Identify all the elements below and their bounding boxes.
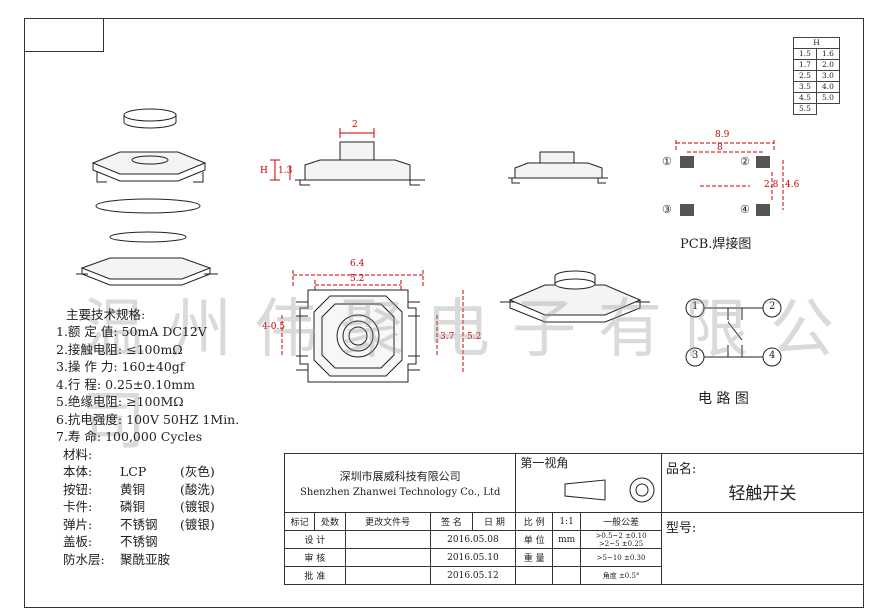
tolerance-row: 角度 ±0.5° (580, 566, 662, 585)
date-cell: 2016.05.12 (429, 566, 517, 585)
material-note: (镀银) (180, 517, 215, 532)
material-note: (镀银) (180, 499, 215, 514)
tolerance-value: ±0.25 (621, 539, 644, 548)
role-cell: 审 核 (284, 548, 346, 567)
circuit-node-1: 1 (692, 301, 699, 312)
header-cell: 更改文件号 (344, 512, 431, 531)
material-part: 盖板: (63, 534, 93, 549)
tolerance-value: ±0.5° (618, 571, 640, 580)
pcb-caption: PCB.焊接图 (680, 237, 752, 252)
header-cell: 处数 (314, 512, 346, 531)
dim-6-4: 6.4 (350, 259, 365, 269)
material-part: 弹片: (63, 517, 93, 532)
side-view (270, 128, 425, 186)
spec-item: 4.行 程: 0.25±0.10mm (56, 377, 195, 392)
unit-label: 单 位 (515, 530, 553, 549)
tolerance-value: ±0.10 (625, 531, 647, 540)
material-name: 黄铜 (120, 482, 146, 497)
isometric-view (500, 270, 650, 323)
company-en: Shenzhen Zhanwei Technology Co., Ltd (299, 487, 501, 498)
circuit-caption: 电 路 图 (698, 391, 749, 407)
material-name: LCP (120, 464, 147, 479)
material-note: (灰色) (180, 464, 215, 479)
dim-8: 8 (717, 143, 723, 153)
pcb-layout (675, 140, 784, 216)
dim-1-3: 1.3 (278, 166, 293, 176)
unit-value: mm (551, 530, 582, 549)
company-cn: 深圳市展威科技有限公司 (339, 470, 461, 483)
view-cell: 第一视角 (515, 453, 662, 513)
product-label: 品名: (665, 462, 697, 477)
pad-label-4: ④ (740, 203, 750, 216)
circuit-node-4: 4 (769, 350, 776, 361)
material-name: 不锈钢 (120, 517, 158, 532)
top-view (281, 270, 464, 383)
dim-2: 2 (352, 120, 358, 130)
dim-5-2-side: 5.2 (467, 332, 482, 342)
product-cell: 品名: 轻触开关 (660, 453, 865, 513)
material-note: (酸洗) (180, 482, 215, 497)
front-view (508, 151, 608, 184)
model-cell: 型号: (660, 512, 865, 585)
material-name: 聚酰亚胺 (120, 552, 171, 567)
tolerance-value: ±0.30 (624, 553, 646, 562)
tolerance-range: >2~5 (598, 539, 620, 548)
material-part: 防水层: (63, 552, 105, 567)
tolerance-title: 一般公差 (580, 512, 662, 531)
tolerance-range: 角度 (602, 571, 617, 580)
dim-8-9: 8.9 (715, 130, 730, 140)
circuit-diagram (685, 298, 782, 367)
material-part: 按钮: (63, 482, 93, 497)
date-cell: 2016.05.10 (429, 548, 517, 567)
pad-label-3: ③ (662, 203, 672, 216)
materials-title: 材料: (63, 447, 93, 462)
exploded-view (76, 108, 218, 286)
dim-2-8: 2.8 (764, 180, 779, 190)
pad-label-2: ② (740, 155, 750, 168)
tolerance-row: >0.5~2 ±0.10 >2~5 ±0.25 (580, 530, 662, 549)
dim-4-0-5: 4-0.5 (262, 322, 286, 332)
title-block: 深圳市展威科技有限公司 Shenzhen Zhanwei Technology … (283, 453, 865, 585)
drawing-frame (24, 18, 864, 608)
spec-item: 5.绝缘电阻: ≥100MΩ (56, 394, 184, 409)
role-cell: 设 计 (284, 530, 346, 549)
product-name: 轻触开关 (728, 484, 797, 504)
dim-3-7: 3.7 (440, 332, 455, 342)
material-name: 磷铜 (120, 499, 146, 514)
hole-table-cell: 5.5 (793, 103, 817, 115)
spec-item: 1.额 定 值: 50mA DC12V (56, 324, 207, 339)
tolerance-range: >0.5~2 (595, 531, 623, 540)
dim-5-2-top: 5.2 (350, 274, 365, 284)
header-cell: 日 期 (472, 512, 517, 531)
header-cell: 签 名 (429, 512, 474, 531)
model-label: 型号: (665, 521, 697, 536)
scale-value: 1:1 (551, 512, 582, 531)
header-cell: 标记 (283, 512, 316, 531)
hole-table-cell: 5.0 (816, 92, 840, 104)
circuit-node-3: 3 (692, 350, 699, 361)
specs-title: 主要技术规格: (66, 307, 146, 322)
corner-box (24, 18, 104, 52)
tolerance-range: >5~10 (596, 553, 622, 562)
spec-item: 3.操 作 力: 160±40gf (56, 359, 185, 374)
material-part: 卡件: (63, 499, 93, 514)
role-cell: 批 准 (284, 566, 346, 585)
material-part: 本体: (63, 464, 93, 479)
company-cell: 深圳市展威科技有限公司 Shenzhen Zhanwei Technology … (283, 453, 517, 513)
spec-item: 2.接触电阻: ≤100mΩ (56, 342, 183, 357)
dim-4-6: 4.6 (785, 180, 800, 190)
material-name: 不锈钢 (120, 534, 158, 549)
view-label: 第一视角 (520, 456, 569, 470)
spec-item: 6.抗电强度: 100V 50HZ 1Min. (56, 412, 240, 427)
circuit-node-2: 2 (769, 301, 776, 312)
date-cell: 2016.05.08 (429, 530, 517, 549)
watermark: 温州伟聚电子有限公司 (82, 293, 856, 459)
spec-item: 7.寿 命: 100,000 Cycles (56, 429, 203, 444)
scale-label: 比 例 (515, 512, 553, 531)
tolerance-row: >5~10 ±0.30 (580, 548, 662, 567)
pad-label-1: ① (662, 155, 672, 168)
dim-h-label: H (260, 166, 268, 176)
weight-label: 重 量 (515, 548, 553, 567)
